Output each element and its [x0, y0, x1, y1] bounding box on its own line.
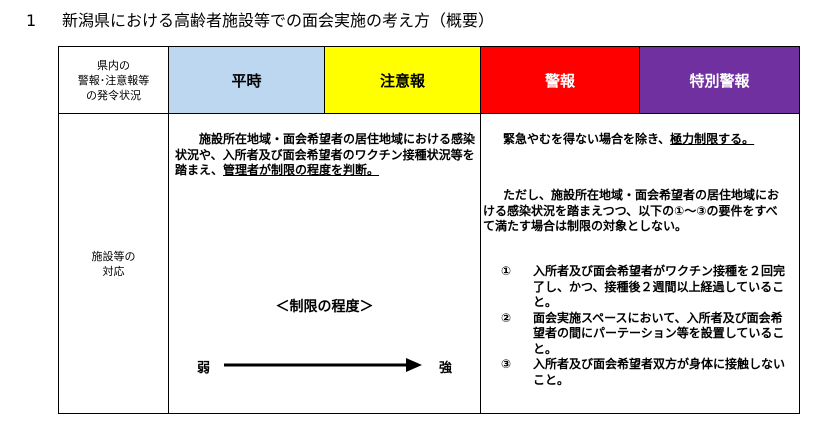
- header-label-cell: 県内の 警報･注意報等 の発令状況: [59, 47, 169, 114]
- right-paragraph-1: 緊急やむを得ない場合を除き、極力制限する。: [483, 132, 783, 148]
- requirement-list: ① 入所者及び面会希望者がワクチン接種を２回完了し、かつ、接種後２週間以上経過して…: [501, 264, 785, 388]
- header-label: 県内の 警報･注意報等 の発令状況: [77, 58, 150, 102]
- scale-strong-label: 強: [439, 361, 453, 376]
- heading-number: 1: [26, 11, 37, 30]
- item-text: 入所者及び面会希望者双方が身体に接触しないこと。: [533, 357, 786, 387]
- warning-response: 緊急やむを得ない場合を除き、極力制限する。 ただし、施設所在地域・面会希望者の居…: [481, 114, 799, 413]
- level-special-warning: 特別警報: [640, 47, 799, 114]
- policy-table: 県内の 警報･注意報等 の発令状況 平時 注意報 警報 特別警報 施設等の 対応…: [58, 46, 800, 414]
- row-label: 施設等の 対応: [91, 249, 136, 278]
- scale-weak-label: 弱: [197, 361, 211, 376]
- right-p1-b: 極力制限する。: [670, 132, 755, 146]
- right-paragraph-2: ただし、施設所在地域・面会希望者の居住地域における感染状況を踏まえつつ、以下の①…: [483, 188, 780, 233]
- left-text-a: 施設所在地域・面会希望者の居住地域における感染状況や、入所者及び面会希望者のワク…: [175, 132, 476, 177]
- list-item: ① 入所者及び面会希望者がワクチン接種を２回完了し、かつ、接種後２週間以上経過して…: [501, 264, 785, 311]
- level-warning: 警報: [481, 47, 640, 114]
- restriction-scale-title: ＜制限の程度＞: [275, 299, 374, 315]
- page-heading: 1 新潟県における高齢者施設等での面会実施の考え方（概要）: [26, 9, 494, 33]
- list-item: ② 面会実施スペースにおいて、入所者及び面会希望者の間にパーテーション等を設置して…: [501, 311, 785, 358]
- heading-title: 新潟県における高齢者施設等での面会実施の考え方（概要）: [62, 11, 495, 30]
- item-mark: ①: [501, 264, 512, 278]
- item-text: 面会実施スペースにおいて、入所者及び面会希望者の間にパーテーション等を設置してい…: [533, 310, 785, 356]
- left-text-b: 管理者が制限の程度を判断。: [223, 163, 380, 177]
- normal-advisory-response: 施設所在地域・面会希望者の居住地域における感染状況や、入所者及び面会希望者のワク…: [169, 114, 481, 413]
- item-text: 入所者及び面会希望者がワクチン接種を２回完了し、かつ、接種後２週間以上経過してい…: [533, 264, 786, 309]
- left-description: 施設所在地域・面会希望者の居住地域における感染状況や、入所者及び面会希望者のワク…: [175, 132, 475, 179]
- level-normal: 平時: [169, 47, 325, 114]
- item-mark: ②: [501, 310, 512, 325]
- row-label-cell: 施設等の 対応: [59, 114, 169, 413]
- list-item: ③ 入所者及び面会希望者双方が身体に接触しないこと。: [501, 357, 785, 388]
- item-mark: ③: [501, 357, 512, 371]
- level-advisory: 注意報: [325, 47, 481, 114]
- right-arrow-icon: [224, 358, 422, 372]
- right-p1-a: 緊急やむを得ない場合を除き、: [503, 132, 671, 146]
